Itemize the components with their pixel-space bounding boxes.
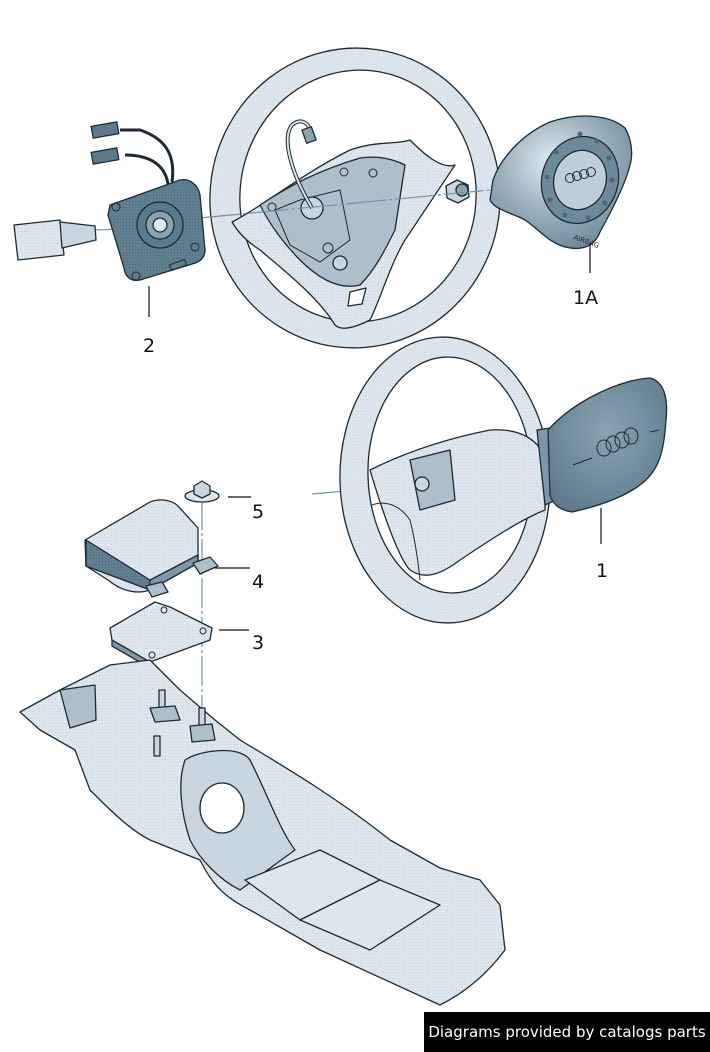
assembly-axis-lower [311,490,346,495]
callout-5: 5 [252,501,265,523]
callout-1: 1 [596,560,609,582]
center-console [19,659,506,1006]
attribution-text: Diagrams provided by catalogs parts [428,1023,706,1041]
control-unit-4 [84,499,219,598]
nut-5 [184,480,220,503]
callout-2: 2 [143,335,156,357]
airbag-unit-1a: AIRBAG [489,115,633,250]
clock-spring-2 [13,121,206,282]
upper-steering-wheel [209,47,501,349]
lower-steering-wheel [339,336,551,624]
callout-4: 4 [252,571,265,593]
callout-1a: 1A [573,287,599,309]
callout-3: 3 [252,632,265,654]
mounting-plate-3 [109,601,213,669]
airbag-unit-1 [536,377,668,513]
center-nut [445,179,470,204]
attribution-banner: Diagrams provided by catalogs parts [424,1012,710,1052]
